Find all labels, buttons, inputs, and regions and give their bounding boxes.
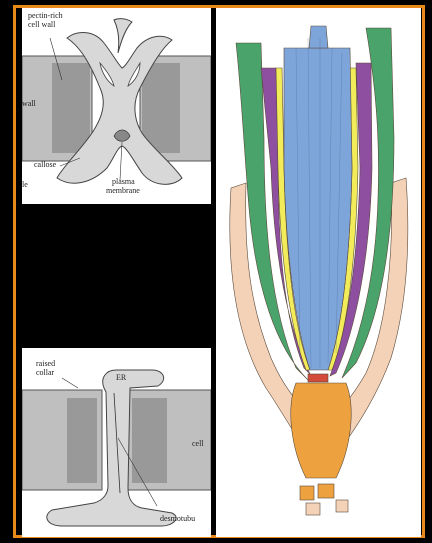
label-raised: raised [36, 360, 55, 368]
label-desmotubule: desmotubu [160, 515, 195, 523]
label-pectin-rich: pectin-rich [28, 12, 63, 20]
label-collar: collar [36, 369, 54, 377]
plasmodesma-wall-diagram: pectin-rich cell wall wall callose le pl… [22, 8, 211, 204]
label-cell-wall: cell wall [28, 21, 55, 29]
label-wall: wall [22, 100, 36, 108]
label-membrane: membrane [106, 187, 140, 195]
root-tip-svg [216, 8, 421, 537]
label-callose: callose [34, 161, 56, 169]
label-er: ER [116, 374, 126, 382]
root-tip-diagram [216, 8, 421, 537]
plasmodesma-wall-svg [22, 8, 211, 204]
desmotubule-diagram: raised collar ER cell desmotubu [22, 348, 211, 537]
label-cell: cell [192, 440, 204, 448]
label-plasma: plasma [112, 178, 135, 186]
label-cut-left: le [22, 181, 28, 189]
